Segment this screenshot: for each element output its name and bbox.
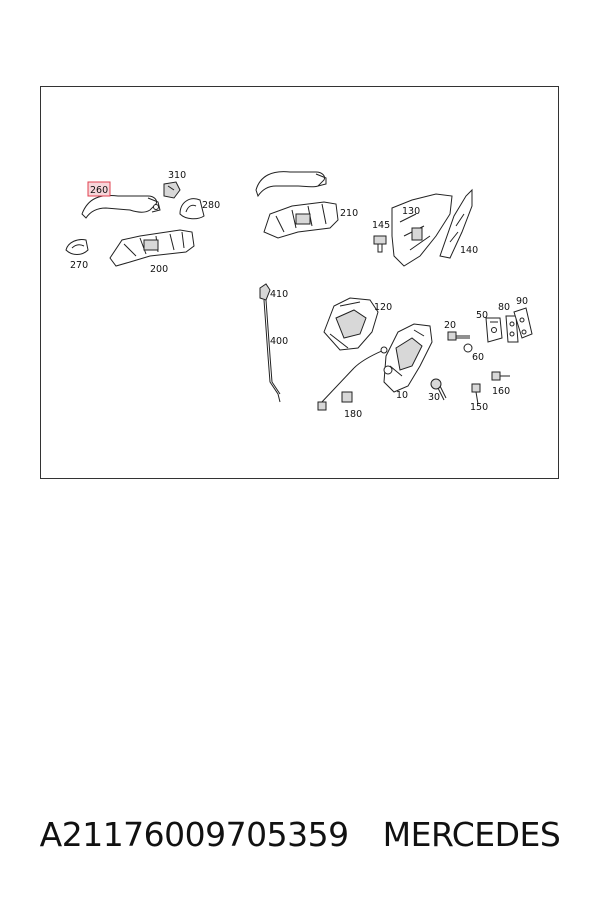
callout-160[interactable]: 160 [492,386,510,397]
door-handle-right[interactable] [255,171,327,198]
part-20-bolt[interactable] [447,331,470,341]
part-410-rod-knob[interactable] [259,283,271,301]
callout-400[interactable]: 400 [270,336,288,347]
callout-260[interactable]: 260 [90,185,108,196]
callout-80[interactable]: 80 [498,302,510,313]
callout-20[interactable]: 20 [444,320,456,331]
part-200-handle-carrier[interactable] [109,229,195,267]
parts-diagram: 260 310 280 270 200 210 130 145 140 410 … [40,86,559,479]
callout-200[interactable]: 200 [150,264,168,275]
part-310-lock-cap[interactable] [163,181,181,199]
part-150-screw[interactable] [471,383,481,405]
callout-145[interactable]: 145 [372,220,390,231]
diagram-frame [40,86,559,479]
callout-140[interactable]: 140 [460,245,478,256]
callout-90[interactable]: 90 [516,296,528,307]
callout-120[interactable]: 120 [374,302,392,313]
part-130-bracket[interactable] [391,193,453,267]
part-80-plate[interactable] [505,315,519,343]
callout-270[interactable]: 270 [70,260,88,271]
brand-name: MERCEDES [382,814,561,854]
callout-180[interactable]: 180 [344,409,362,420]
part-210-handle-carrier[interactable] [263,201,339,239]
callout-210[interactable]: 210 [340,208,358,219]
part-400-lock-rod[interactable] [263,299,281,403]
caption: A21176009705359 MERCEDES [0,806,600,862]
part-60-nut[interactable] [463,343,473,353]
callout-150[interactable]: 150 [470,402,488,413]
callout-10[interactable]: 10 [396,390,408,401]
part-140-bracket-rail[interactable] [439,188,473,259]
part-280-gasket[interactable] [179,198,205,220]
part-145-bolt[interactable] [373,235,387,253]
callout-60[interactable]: 60 [472,352,484,363]
part-270-gasket[interactable] [65,239,89,255]
callout-280[interactable]: 280 [202,200,220,211]
part-90-plate[interactable] [513,307,533,339]
highlight-box-260 [87,181,111,197]
callout-30[interactable]: 30 [428,392,440,403]
part-120-actuator-housing[interactable] [323,297,379,351]
part-160-screw[interactable] [491,371,510,381]
callout-50[interactable]: 50 [476,310,488,321]
callout-310[interactable]: 310 [168,170,186,181]
part-10-door-lock[interactable] [383,323,433,393]
part-number: A21176009705359 [39,814,350,854]
part-50-striker[interactable] [485,317,503,343]
part-180-cable[interactable] [317,346,388,411]
callout-130[interactable]: 130 [402,206,420,217]
part-30-screw[interactable] [430,378,447,401]
callout-410[interactable]: 410 [270,289,288,300]
